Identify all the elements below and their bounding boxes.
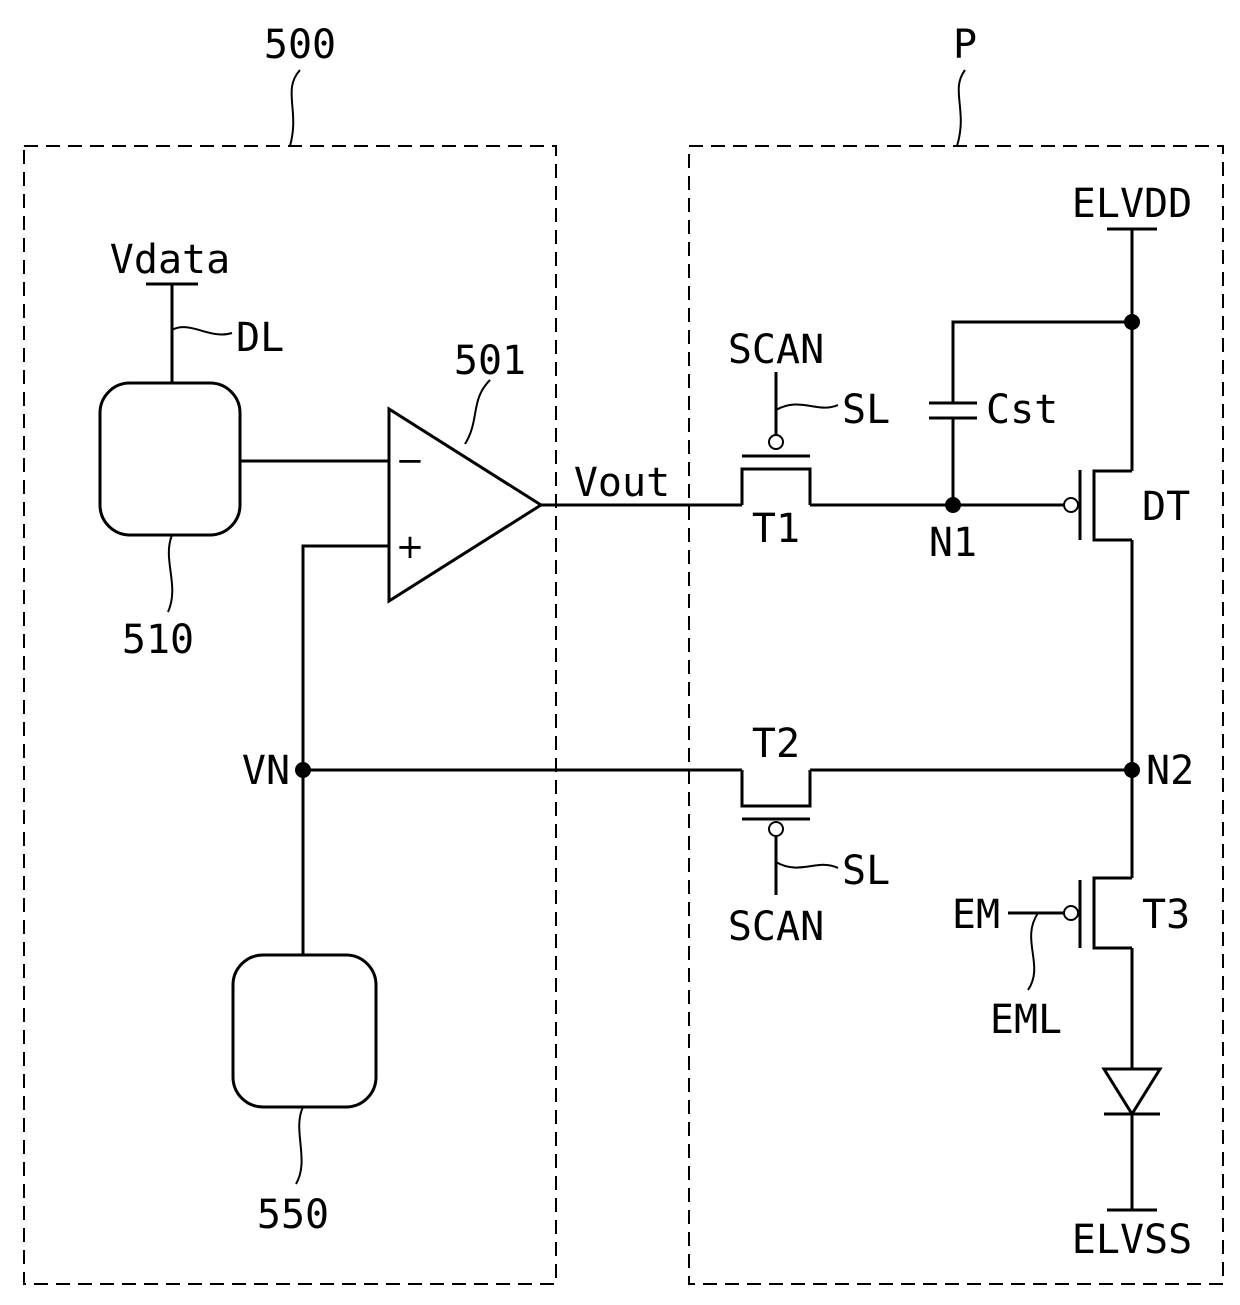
label-vdata: Vdata: [110, 237, 230, 283]
transistor-t3: [1094, 878, 1132, 948]
leader-sl-bottom: [776, 862, 838, 868]
label-dl: DL: [236, 315, 284, 361]
label-dt: DT: [1142, 484, 1190, 530]
transistor-dt: [1094, 471, 1132, 540]
label-500: 500: [264, 22, 336, 68]
leader-510: [168, 535, 172, 612]
label-t2: T2: [752, 721, 800, 767]
label-plus: +: [396, 527, 425, 567]
transistor-t1: [742, 469, 810, 505]
label-510: 510: [122, 617, 194, 663]
leader-eml: [1028, 913, 1038, 990]
label-minus: −: [396, 441, 425, 481]
leader-501: [465, 380, 490, 444]
leader-dl: [172, 327, 232, 334]
label-eml: EML: [990, 997, 1062, 1043]
t2-gate-bubble: [769, 822, 783, 836]
label-n1: N1: [929, 520, 977, 566]
label-p: P: [953, 22, 977, 68]
op-amp-501: [389, 409, 541, 601]
label-501: 501: [454, 338, 526, 384]
t3-gate-bubble: [1064, 906, 1078, 920]
label-em: EM: [952, 892, 1000, 938]
label-t1: T1: [752, 506, 800, 552]
label-scan-bottom: SCAN: [728, 904, 824, 950]
wire-vn-to-plus: [303, 546, 389, 770]
block-550: [233, 955, 376, 1107]
label-vn: VN: [242, 748, 290, 794]
t1-gate-bubble: [769, 435, 783, 449]
label-vout: Vout: [574, 460, 670, 506]
label-cst: Cst: [986, 387, 1058, 433]
label-elvss: ELVSS: [1072, 1217, 1192, 1263]
label-sl-bottom: SL: [842, 848, 890, 894]
label-n2: N2: [1146, 748, 1194, 794]
block-510: [100, 383, 240, 535]
node-elvdd: [1124, 314, 1140, 330]
leader-sl-top: [776, 404, 838, 410]
transistor-t2: [742, 770, 810, 806]
leader-500: [290, 70, 300, 146]
dt-gate-bubble: [1064, 498, 1078, 512]
label-t3: T3: [1142, 892, 1190, 938]
block-500-boundary: [24, 146, 556, 1284]
label-sl-top: SL: [842, 387, 890, 433]
label-550: 550: [257, 1192, 329, 1238]
oled-diode: [1104, 1069, 1160, 1114]
label-elvdd: ELVDD: [1072, 181, 1192, 227]
leader-550: [296, 1107, 303, 1184]
leader-p: [957, 70, 965, 146]
label-scan-top: SCAN: [728, 327, 824, 373]
